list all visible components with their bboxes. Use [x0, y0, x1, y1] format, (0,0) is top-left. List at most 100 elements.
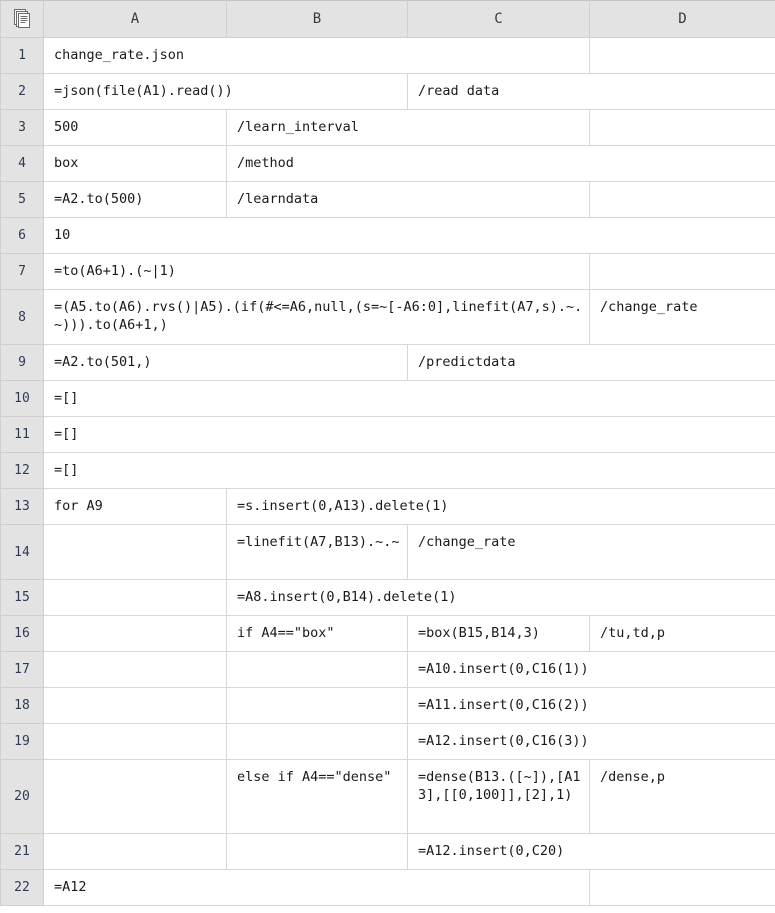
- cell-B5[interactable]: /learndata: [226, 181, 590, 218]
- cell-B18[interactable]: [226, 687, 408, 724]
- cell-C19[interactable]: =A12.insert(0,C16(3)): [407, 723, 775, 760]
- cell-A8[interactable]: =(A5.to(A6).rvs()|A5).(if(#<=A6,null,(s=…: [43, 289, 590, 345]
- spreadsheet-row: 14 =linefit(A7,B13).~.~/change_rate: [0, 524, 775, 580]
- spreadsheet-row: 22=A12: [0, 869, 775, 906]
- cell-C20[interactable]: =dense(B13.([~]),[A13],[[0,100]],[2],1): [407, 759, 590, 834]
- cell-D1[interactable]: [589, 37, 775, 74]
- cell-A12[interactable]: =[]: [43, 452, 775, 489]
- cell-A10[interactable]: =[]: [43, 380, 775, 417]
- spreadsheet-row: 5=A2.to(500)/learndata: [0, 181, 775, 218]
- cell-A20[interactable]: [43, 759, 227, 834]
- cell-B15[interactable]: =A8.insert(0,B14).delete(1): [226, 579, 775, 616]
- cell-A14[interactable]: [43, 524, 227, 580]
- cell-A2[interactable]: =json(file(A1).read()): [43, 73, 408, 110]
- cell-C17[interactable]: =A10.insert(0,C16(1)): [407, 651, 775, 688]
- spreadsheet-row: 17 =A10.insert(0,C16(1)): [0, 651, 775, 688]
- cell-A11[interactable]: =[]: [43, 416, 775, 453]
- cell-A4[interactable]: box: [43, 145, 227, 182]
- cell-B3[interactable]: /learn_interval: [226, 109, 590, 146]
- column-header-b[interactable]: B: [226, 0, 408, 38]
- row-header-16[interactable]: 16: [0, 615, 44, 652]
- row-header-2[interactable]: 2: [0, 73, 44, 110]
- row-header-1[interactable]: 1: [0, 37, 44, 74]
- spreadsheet-row: 12=[]: [0, 452, 775, 489]
- cell-A7[interactable]: =to(A6+1).(~|1): [43, 253, 590, 290]
- row-header-14[interactable]: 14: [0, 524, 44, 580]
- row-header-6[interactable]: 6: [0, 217, 44, 254]
- cell-D7[interactable]: [589, 253, 775, 290]
- spreadsheet-row: 21 =A12.insert(0,C20): [0, 833, 775, 870]
- cell-C16[interactable]: =box(B15,B14,3): [407, 615, 590, 652]
- cell-C21[interactable]: =A12.insert(0,C20): [407, 833, 775, 870]
- row-header-3[interactable]: 3: [0, 109, 44, 146]
- sheet-icon: [13, 9, 31, 29]
- row-header-22[interactable]: 22: [0, 869, 44, 906]
- row-header-15[interactable]: 15: [0, 579, 44, 616]
- cell-B17[interactable]: [226, 651, 408, 688]
- row-header-11[interactable]: 11: [0, 416, 44, 453]
- row-header-9[interactable]: 9: [0, 344, 44, 381]
- select-all-corner[interactable]: [0, 0, 44, 38]
- spreadsheet-row: 7=to(A6+1).(~|1): [0, 253, 775, 290]
- cell-B4[interactable]: /method: [226, 145, 775, 182]
- cell-B19[interactable]: [226, 723, 408, 760]
- cell-A5[interactable]: =A2.to(500): [43, 181, 227, 218]
- cell-C9[interactable]: /predictdata: [407, 344, 775, 381]
- column-header-d[interactable]: D: [589, 0, 775, 38]
- cell-C2[interactable]: /read data: [407, 73, 775, 110]
- row-header-12[interactable]: 12: [0, 452, 44, 489]
- spreadsheet-row: 11=[]: [0, 416, 775, 453]
- cell-C18[interactable]: =A11.insert(0,C16(2)): [407, 687, 775, 724]
- cell-A1[interactable]: change_rate.json: [43, 37, 590, 74]
- cell-B21[interactable]: [226, 833, 408, 870]
- cell-A16[interactable]: [43, 615, 227, 652]
- column-header-a[interactable]: A: [43, 0, 227, 38]
- cell-A13[interactable]: for A9: [43, 488, 227, 525]
- cell-B14[interactable]: =linefit(A7,B13).~.~: [226, 524, 408, 580]
- spreadsheet-row: 18 =A11.insert(0,C16(2)): [0, 687, 775, 724]
- cell-A6[interactable]: 10: [43, 217, 775, 254]
- cell-A21[interactable]: [43, 833, 227, 870]
- cell-D5[interactable]: [589, 181, 775, 218]
- cell-D3[interactable]: [589, 109, 775, 146]
- row-header-18[interactable]: 18: [0, 687, 44, 724]
- spreadsheet-row: 19 =A12.insert(0,C16(3)): [0, 723, 775, 760]
- cell-A17[interactable]: [43, 651, 227, 688]
- row-header-13[interactable]: 13: [0, 488, 44, 525]
- cell-D8[interactable]: /change_rate: [589, 289, 775, 345]
- row-header-19[interactable]: 19: [0, 723, 44, 760]
- row-header-17[interactable]: 17: [0, 651, 44, 688]
- row-header-7[interactable]: 7: [0, 253, 44, 290]
- cell-A9[interactable]: =A2.to(501,): [43, 344, 408, 381]
- row-header-10[interactable]: 10: [0, 380, 44, 417]
- cell-B16[interactable]: if A4=="box": [226, 615, 408, 652]
- cell-A3[interactable]: 500: [43, 109, 227, 146]
- cell-A15[interactable]: [43, 579, 227, 616]
- column-header-row: A B C D: [0, 0, 775, 38]
- cell-A18[interactable]: [43, 687, 227, 724]
- spreadsheet-row: 2=json(file(A1).read())/read data: [0, 73, 775, 110]
- cell-C14[interactable]: /change_rate: [407, 524, 775, 580]
- row-header-8[interactable]: 8: [0, 289, 44, 345]
- cell-D22[interactable]: [589, 869, 775, 906]
- cell-A22[interactable]: =A12: [43, 869, 590, 906]
- spreadsheet-row: 20 else if A4=="dense"=dense(B13.([~]),[A…: [0, 759, 775, 834]
- cell-D20[interactable]: /dense,p: [589, 759, 775, 834]
- cell-D16[interactable]: /tu,td,p: [589, 615, 775, 652]
- spreadsheet-row: 8=(A5.to(A6).rvs()|A5).(if(#<=A6,null,(s…: [0, 289, 775, 345]
- row-header-20[interactable]: 20: [0, 759, 44, 834]
- spreadsheet-row: 10=[]: [0, 380, 775, 417]
- cell-A19[interactable]: [43, 723, 227, 760]
- row-header-5[interactable]: 5: [0, 181, 44, 218]
- row-header-4[interactable]: 4: [0, 145, 44, 182]
- cell-B13[interactable]: =s.insert(0,A13).delete(1): [226, 488, 775, 525]
- row-header-21[interactable]: 21: [0, 833, 44, 870]
- cell-B20[interactable]: else if A4=="dense": [226, 759, 408, 834]
- column-header-c[interactable]: C: [407, 0, 590, 38]
